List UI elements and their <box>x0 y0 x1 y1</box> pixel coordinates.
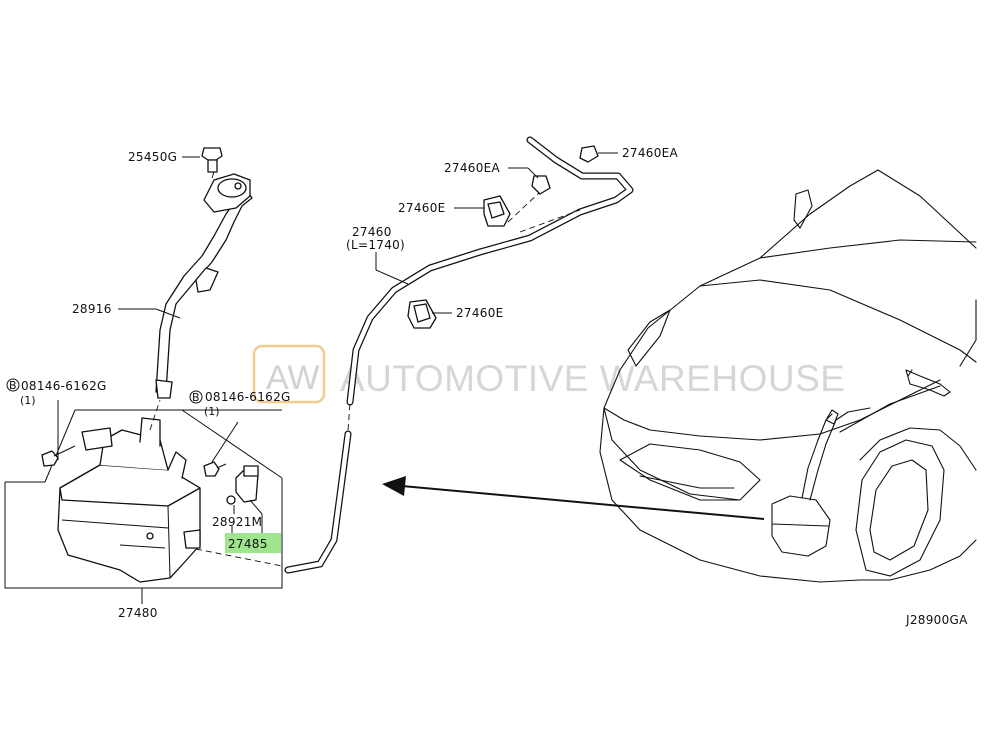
washer-pump-28921M <box>226 465 263 515</box>
bolt-right <box>203 421 239 477</box>
car-front-outline <box>599 169 977 583</box>
label-28921M: 28921M <box>212 515 262 529</box>
label-27460E-upper: 27460E <box>398 201 446 215</box>
washer-hose-27460 <box>284 136 634 574</box>
leader-lines <box>118 152 618 604</box>
clip-27460EA-left <box>531 175 551 195</box>
diagram-code: J28900GA <box>905 613 968 627</box>
bolt-symbol-right-text: B <box>192 391 200 404</box>
label-25450G: 25450G <box>128 150 177 164</box>
highlight-27485 <box>225 533 281 553</box>
label-27460: 27460 <box>352 225 392 239</box>
label-08146-6162G-left: 08146-6162G <box>21 379 107 393</box>
label-08146-left-qty: (1) <box>20 394 36 407</box>
bolt-symbol-left <box>6 378 20 392</box>
part-labels: 25450G 28916 B 08146-6162G (1) B 08146-6… <box>6 146 968 627</box>
label-08146-6162G-right: 08146-6162G <box>205 390 291 404</box>
inlet-dash <box>149 399 161 431</box>
watermark-logo: AW <box>266 359 320 397</box>
label-27480: 27480 <box>118 606 158 620</box>
watermark: AW AUTOMOTIVE WAREHOUSE <box>252 344 845 404</box>
clip-27460E-lower <box>407 299 437 329</box>
watermark-logo-box <box>252 344 326 404</box>
label-27460EA-left: 27460EA <box>444 161 501 175</box>
washer-tank-27480 <box>57 417 201 583</box>
bolt-symbol-right <box>189 390 203 404</box>
location-arrow <box>382 476 765 520</box>
label-27485: 27485 <box>228 537 268 551</box>
bolt-left <box>41 400 76 467</box>
watermark-text: AUTOMOTIVE WAREHOUSE <box>340 358 845 399</box>
clip-27460E-upper <box>483 195 511 227</box>
label-27460E-lower: 27460E <box>456 306 504 320</box>
tank-hose-dash <box>195 548 283 567</box>
tank-assembly-frame <box>4 409 283 589</box>
bolt-symbol-left-text: B <box>9 379 17 392</box>
label-27460EA-right: 27460EA <box>622 146 679 160</box>
cap-25450G <box>182 147 223 173</box>
label-28916: 28916 <box>72 302 112 316</box>
label-27460-length: (L=1740) <box>346 238 405 252</box>
filler-neck-28916 <box>155 159 253 399</box>
clip-27460EA-right <box>579 145 599 163</box>
label-08146-right-qty: (1) <box>204 405 220 418</box>
